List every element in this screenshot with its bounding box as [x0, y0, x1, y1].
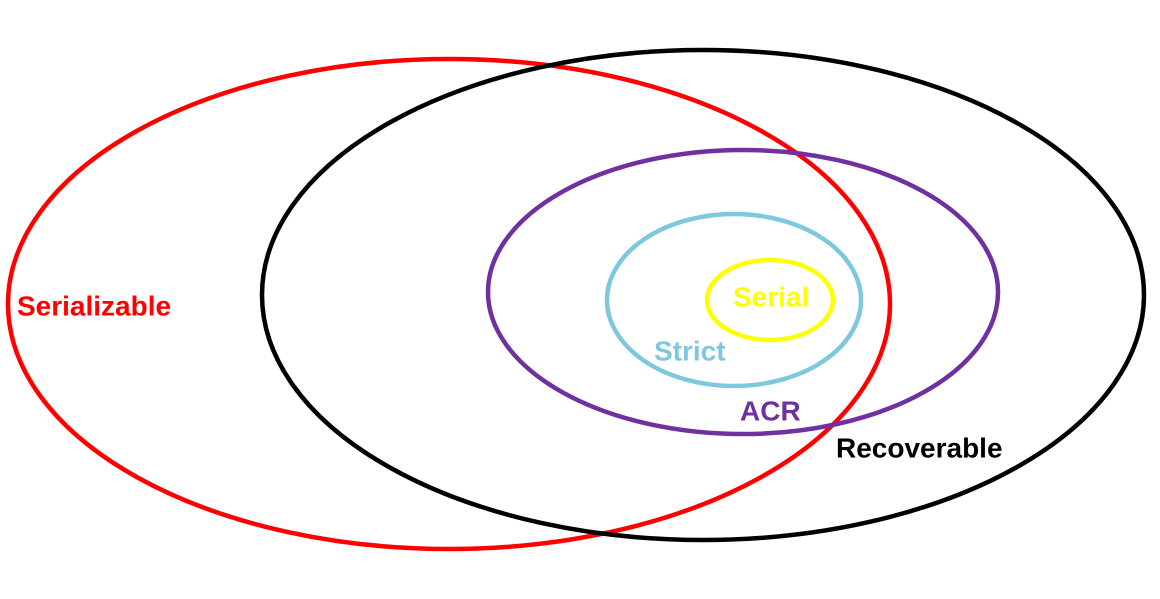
serializable-label: Serializable: [17, 290, 171, 321]
acr-ellipse: [485, 147, 1001, 437]
strict-label: Strict: [654, 335, 726, 366]
strict-ellipse: [604, 211, 864, 389]
acr-label: ACR: [740, 395, 801, 426]
recoverable-label: Recoverable: [836, 432, 1003, 463]
serial-ellipse: [704, 257, 836, 343]
serial-label: Serial: [733, 281, 809, 312]
recoverable-ellipse: [259, 47, 1147, 543]
serializable-ellipse: [5, 56, 893, 552]
